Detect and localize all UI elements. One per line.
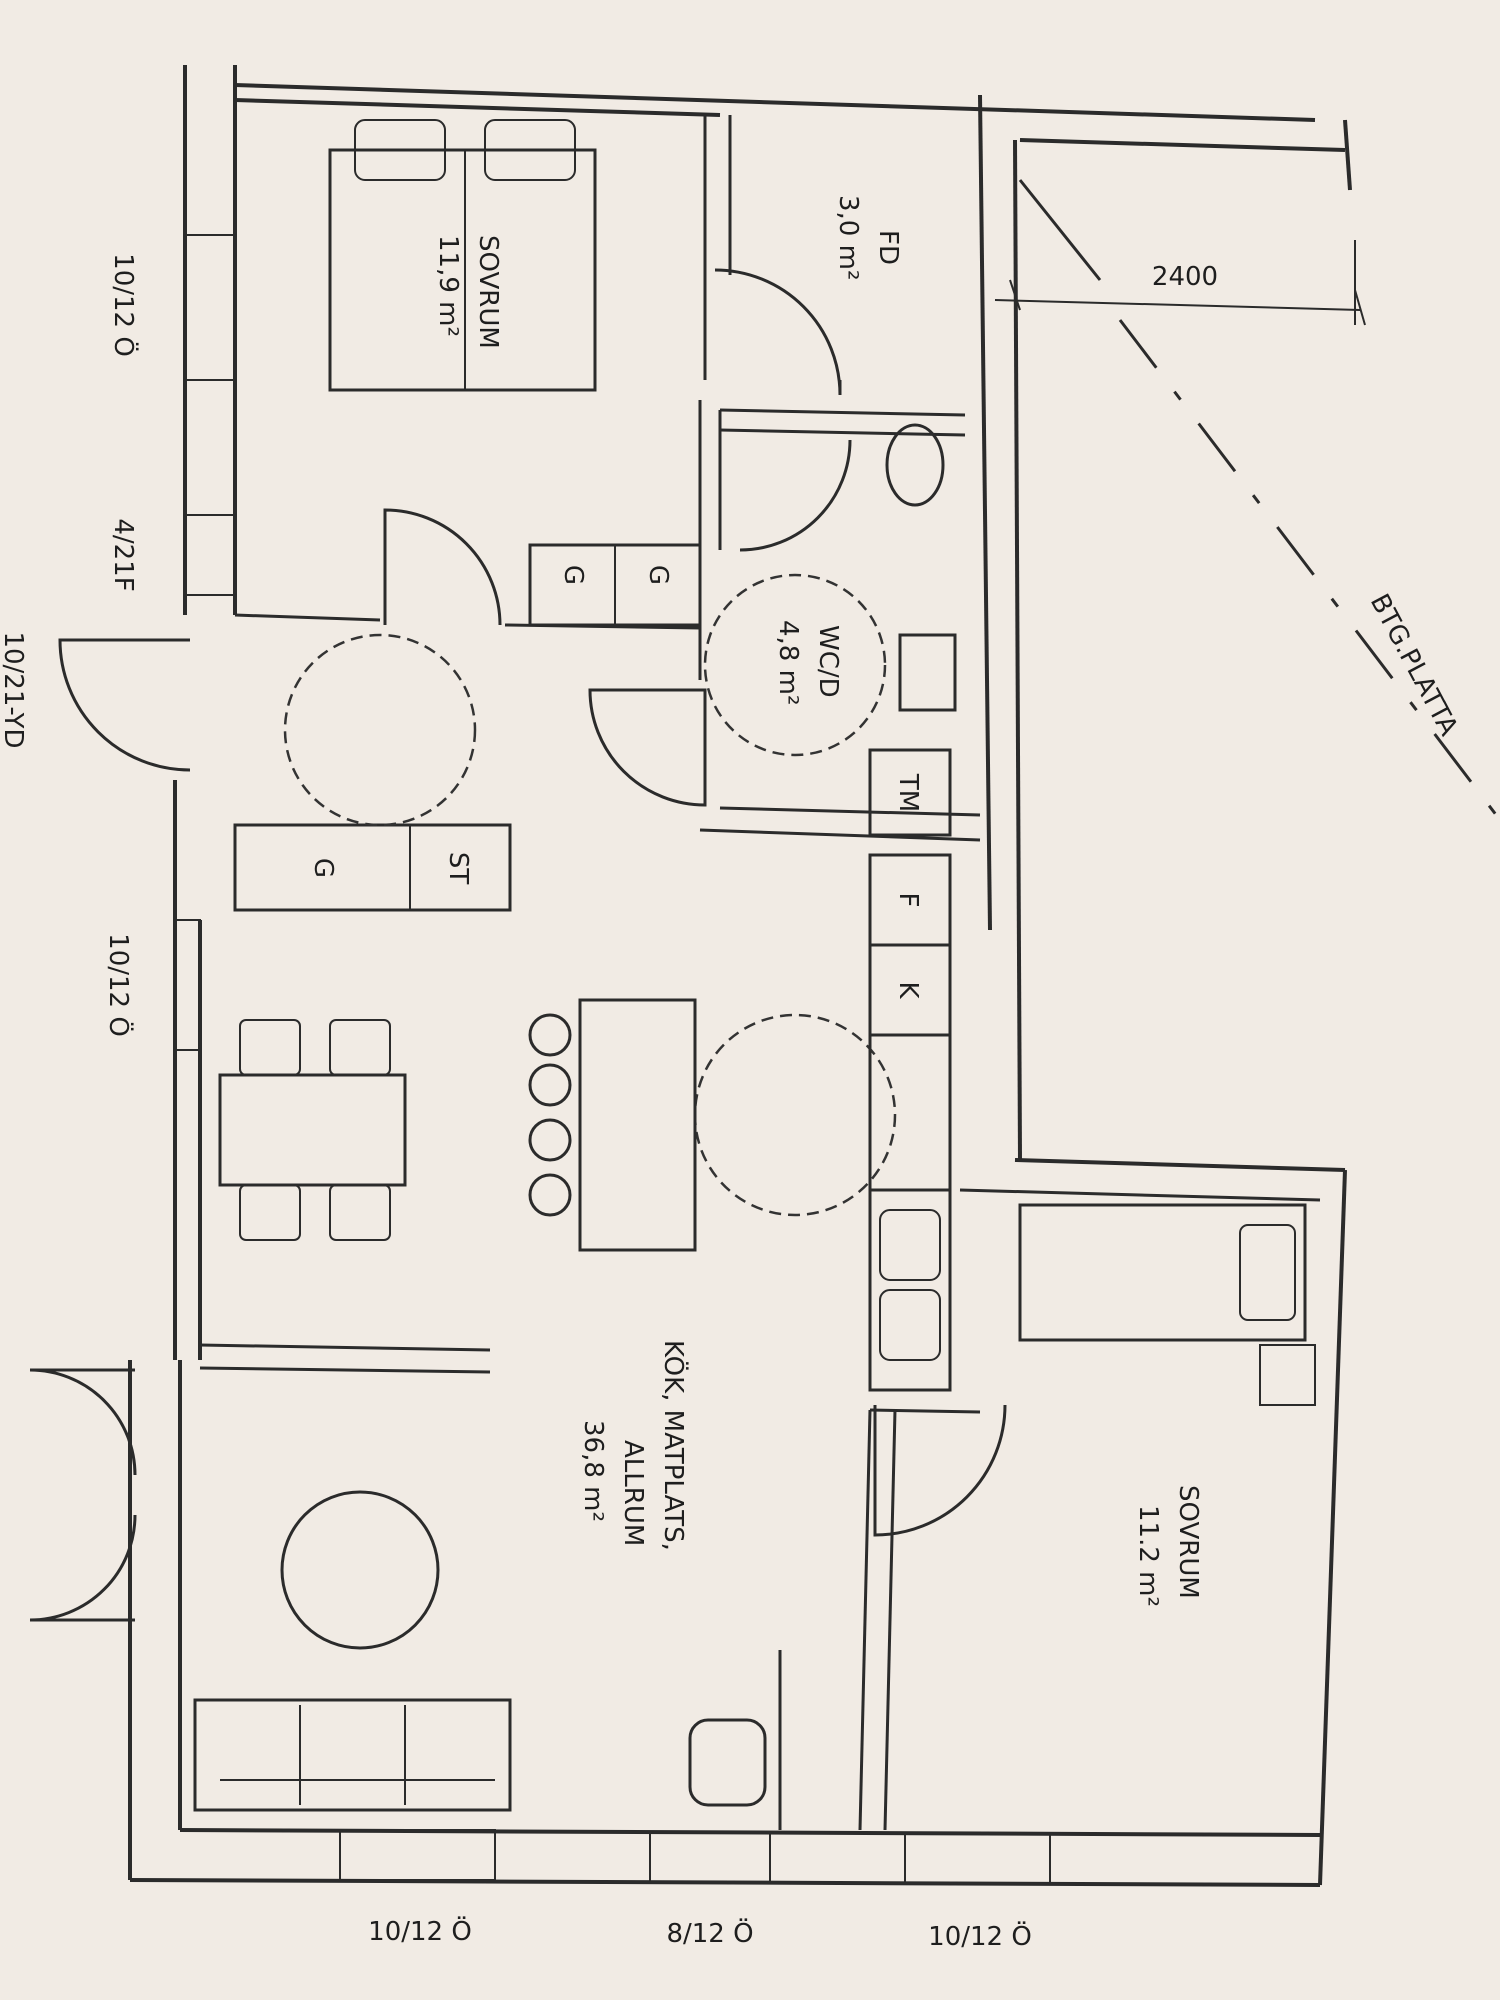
room-sovrum-bottom-area: 11.2 m² <box>1133 1505 1163 1607</box>
window-top-2 <box>184 514 236 596</box>
window-label-bottom-3: 10/12 Ö <box>928 1920 1032 1952</box>
room-sovrum-top-name: SOVRUM <box>473 235 503 349</box>
label-f: F <box>893 893 923 908</box>
door-label-yd: 10/21-YD <box>0 631 28 748</box>
pillow-2 <box>484 119 576 181</box>
room-kok-line2: ALLRUM <box>618 1440 648 1546</box>
sink <box>898 633 957 712</box>
slab-label: BTG.PLATTA <box>1364 589 1464 741</box>
coffee-table <box>280 1490 440 1650</box>
stove-ring-2 <box>879 1289 941 1361</box>
outer-walls <box>128 65 1352 1887</box>
stove-ring-1 <box>879 1209 941 1281</box>
label-tm: TM <box>893 773 923 812</box>
dining-table <box>218 1073 407 1187</box>
doors <box>29 268 1007 1622</box>
desk-chair <box>688 1718 767 1807</box>
kitchen-island <box>578 998 697 1252</box>
window-label-bottom-1: 10/12 Ö <box>368 1915 472 1947</box>
room-kok-area: 36,8 m² <box>578 1420 608 1522</box>
room-fd-name: FD <box>873 230 903 265</box>
dimension-2400: 2400 <box>1152 262 1218 292</box>
label-st: ST <box>443 852 473 885</box>
furniture <box>193 119 1316 1812</box>
window-bottom-2 <box>649 1831 771 1883</box>
label-g-3: G <box>308 858 338 878</box>
bed-top <box>328 148 597 392</box>
window-label-top-1: 10/12 Ö <box>108 253 140 357</box>
pillow-1 <box>354 119 446 181</box>
window-top-1 <box>184 234 236 381</box>
room-wcd-name: WC/D <box>813 625 843 698</box>
window-bottom-3 <box>904 1832 1051 1884</box>
room-fd-area: 3,0 m² <box>833 195 863 280</box>
label-g-1: G <box>558 565 588 585</box>
toilet <box>885 423 945 507</box>
sofa <box>193 1698 512 1812</box>
labels: SOVRUM 11,9 m² FD 3,0 m² WC/D 4,8 m² KÖK… <box>0 195 1464 1952</box>
counter <box>868 1188 952 1392</box>
cab-tm <box>868 748 952 837</box>
window-bottom-1 <box>339 1829 496 1881</box>
window-label-mid: 10/12 Ö <box>103 933 135 1037</box>
room-sovrum-bottom-name: SOVRUM <box>1173 1485 1203 1599</box>
room-wcd-area: 4,8 m² <box>773 620 803 705</box>
windows <box>174 234 1051 1884</box>
label-g-2: G <box>643 565 673 585</box>
dimension-lines <box>994 179 1500 821</box>
window-label-top-2: 4/21F <box>108 518 138 591</box>
interior-walls <box>199 115 1321 1831</box>
label-k: K <box>893 981 923 999</box>
window-label-bottom-2: 8/12 Ö <box>666 1917 753 1949</box>
cab-sink <box>868 1033 952 1192</box>
bed-bottom <box>1018 1203 1307 1342</box>
room-kok-line1: KÖK, MATPLATS, <box>658 1340 690 1551</box>
window-mid <box>174 919 201 1051</box>
room-sovrum-top-area: 11,9 m² <box>433 235 463 337</box>
